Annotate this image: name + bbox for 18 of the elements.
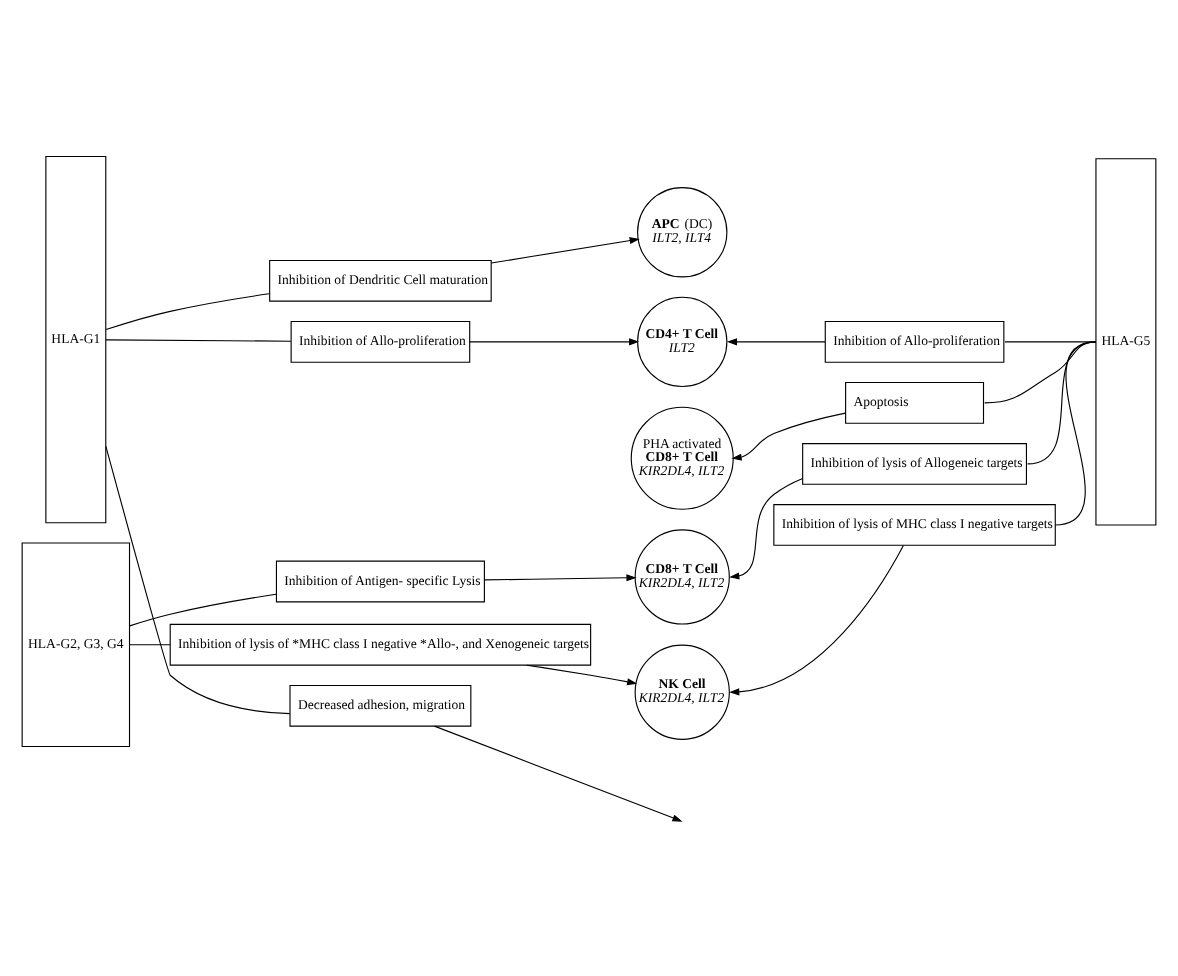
connector	[105, 292, 270, 330]
connector	[1054, 340, 1097, 525]
connector	[129, 643, 171, 645]
connector	[129, 592, 277, 626]
arrow	[726, 337, 826, 345]
arrow	[484, 573, 637, 581]
arrow	[729, 543, 904, 695]
connector	[984, 340, 1097, 403]
arrow	[729, 476, 804, 579]
connector	[105, 444, 291, 714]
connector	[105, 338, 292, 341]
arrow	[433, 724, 683, 821]
arrow	[526, 663, 638, 685]
arrow	[469, 337, 640, 345]
connector	[1027, 340, 1097, 464]
connector	[1004, 340, 1097, 342]
arrow	[490, 236, 640, 263]
arrow	[731, 411, 846, 460]
